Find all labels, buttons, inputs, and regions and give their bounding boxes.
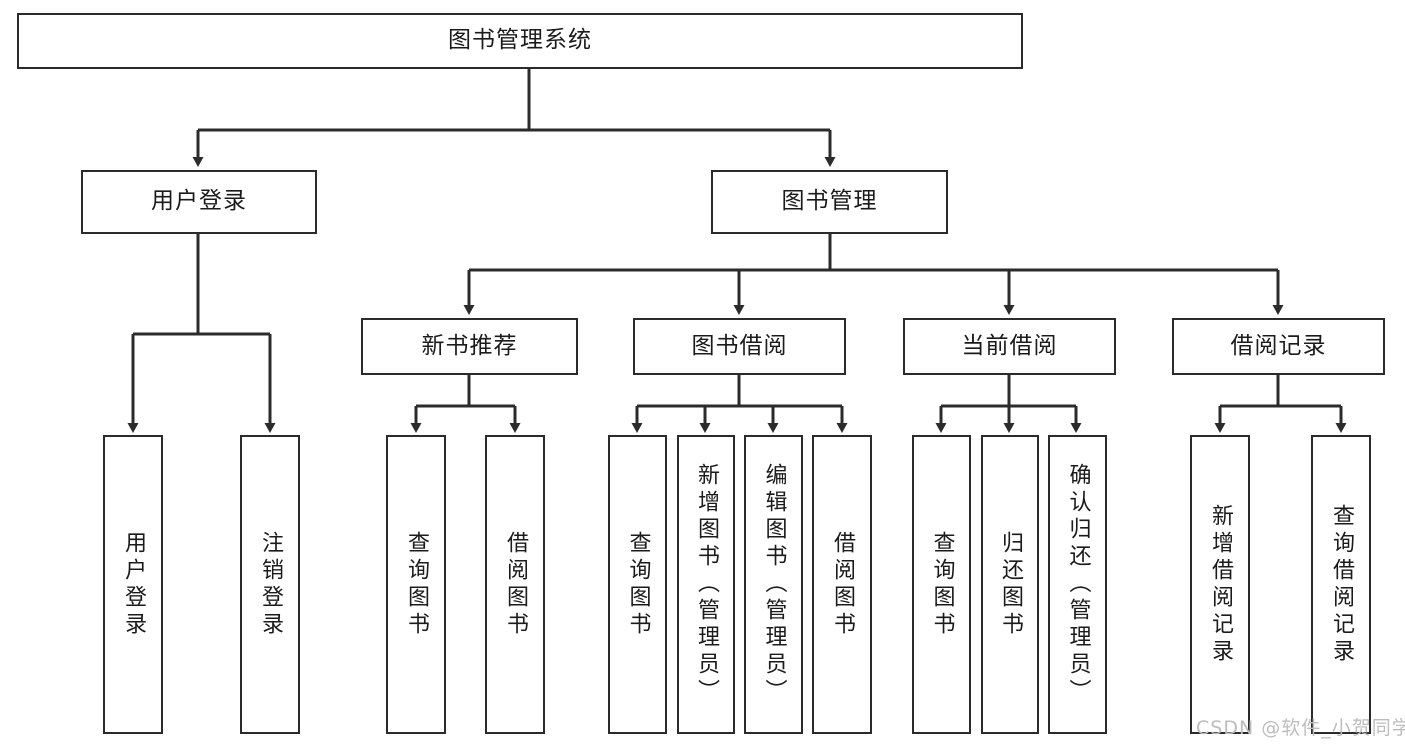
node-leaf-logout[interactable]: 注销登录 (240, 435, 300, 734)
node-leaf-edit-book[interactable]: 编辑图书（管理员） (744, 435, 803, 734)
node-leaf-query-book-2[interactable]: 查询图书 (608, 435, 667, 734)
node-book-borrow-label: 图书借阅 (691, 332, 788, 359)
node-book-borrow[interactable]: 图书借阅 (633, 318, 846, 375)
node-leaf-logout-label: 注销登录 (258, 530, 283, 639)
node-user-login[interactable]: 用户登录 (81, 170, 317, 234)
node-leaf-user-login[interactable]: 用户登录 (103, 435, 163, 734)
node-borrow-record[interactable]: 借阅记录 (1172, 318, 1385, 375)
node-book-manage[interactable]: 图书管理 (711, 170, 948, 234)
node-leaf-query-record-label: 查询借阅记录 (1329, 503, 1354, 666)
node-current-borrow[interactable]: 当前借阅 (903, 318, 1116, 375)
node-leaf-user-login-label: 用户登录 (121, 530, 146, 639)
node-leaf-return-book[interactable]: 归还图书 (981, 435, 1039, 734)
node-leaf-return-book-label: 归还图书 (998, 530, 1023, 639)
node-leaf-query-record[interactable]: 查询借阅记录 (1311, 435, 1371, 734)
node-user-login-label: 用户登录 (151, 188, 247, 215)
node-leaf-add-record-label: 新增借阅记录 (1208, 503, 1233, 666)
node-root-label: 图书管理系统 (448, 27, 592, 54)
node-leaf-borrow-book-1[interactable]: 借阅图书 (485, 435, 545, 734)
node-current-borrow-label: 当前借阅 (961, 332, 1058, 359)
node-root[interactable]: 图书管理系统 (17, 13, 1023, 69)
node-leaf-query-book-3-label: 查询图书 (929, 530, 955, 639)
node-new-book-rec-label: 新书推荐 (421, 332, 518, 359)
node-new-book-rec[interactable]: 新书推荐 (361, 318, 578, 375)
node-borrow-record-label: 借阅记录 (1230, 332, 1327, 359)
node-leaf-add-record[interactable]: 新增借阅记录 (1190, 435, 1250, 734)
node-leaf-edit-book-label: 编辑图书（管理员） (761, 463, 787, 706)
node-leaf-query-book-2-label: 查询图书 (625, 530, 651, 639)
node-leaf-confirm-return[interactable]: 确认归还（管理员） (1048, 435, 1107, 734)
node-leaf-confirm-return-label: 确认归还（管理员） (1065, 463, 1091, 706)
node-book-manage-label: 图书管理 (781, 188, 878, 215)
node-leaf-add-book-label: 新增图书（管理员） (694, 463, 719, 706)
node-leaf-query-book-1[interactable]: 查询图书 (386, 435, 446, 734)
node-leaf-query-book-3[interactable]: 查询图书 (912, 435, 971, 734)
node-leaf-borrow-book-2[interactable]: 借阅图书 (812, 435, 872, 734)
node-leaf-query-book-1-label: 查询图书 (404, 530, 429, 639)
node-leaf-borrow-book-1-label: 借阅图书 (503, 530, 528, 639)
node-leaf-borrow-book-2-label: 借阅图书 (830, 530, 855, 639)
node-leaf-add-book[interactable]: 新增图书（管理员） (677, 435, 735, 734)
